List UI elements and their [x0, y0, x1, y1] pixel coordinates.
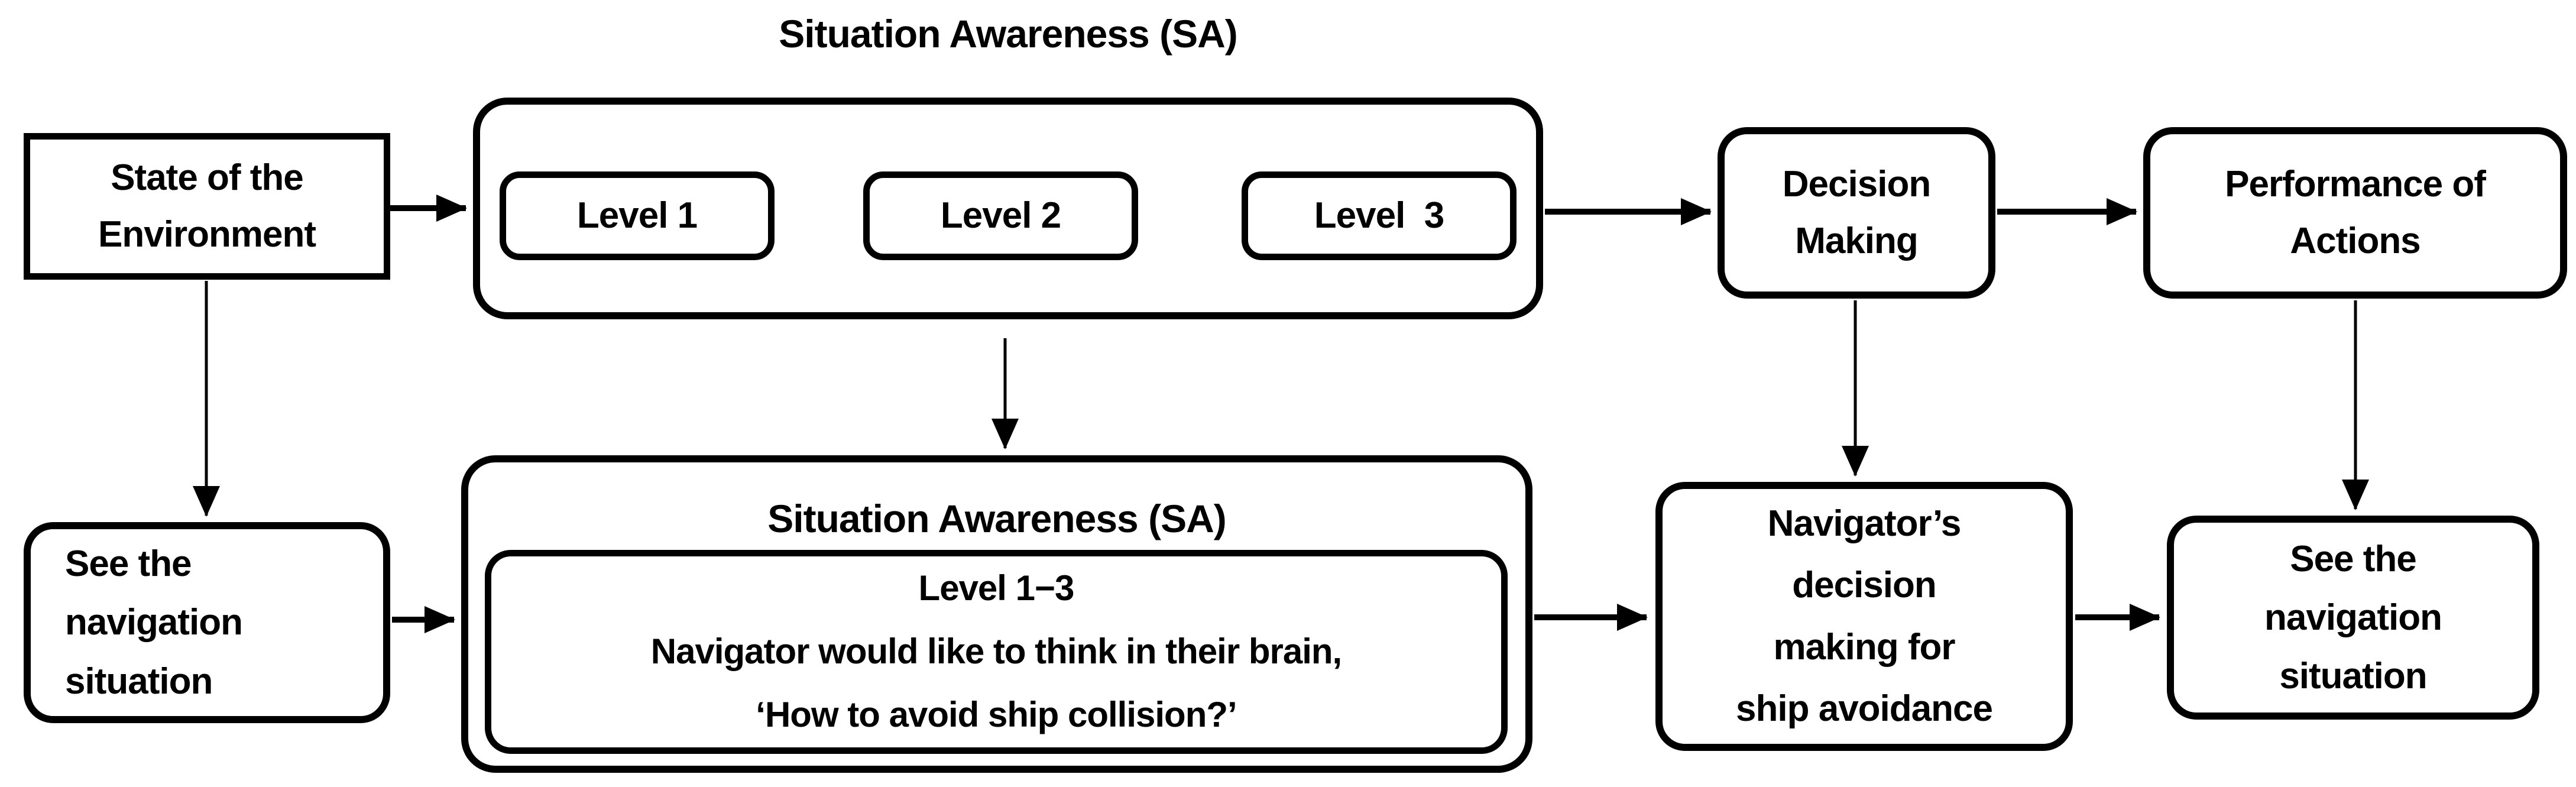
level-1-box: Level 1	[500, 171, 775, 260]
navigator-decision-box: Navigator’s decision making for ship avo…	[1655, 482, 2073, 751]
level-2-box: Level 2	[863, 171, 1138, 260]
see-navigation-left-box: See the navigation situation	[24, 522, 390, 723]
performance-of-actions-box: Performance of Actions	[2143, 127, 2567, 299]
sa-bottom-title: Situation Awareness (SA)	[767, 497, 1227, 540]
state-environment-box: State of the Environment	[24, 133, 390, 280]
sa-top-title: Situation Awareness (SA)	[779, 12, 1238, 56]
decision-making-box: Decision Making	[1718, 127, 1995, 299]
level-3-box: Level 3	[1242, 171, 1517, 260]
see-navigation-right-box: See the navigation situation	[2167, 516, 2539, 720]
sa-bottom-detail-box: Level 1−3 Navigator would like to think …	[485, 550, 1508, 754]
